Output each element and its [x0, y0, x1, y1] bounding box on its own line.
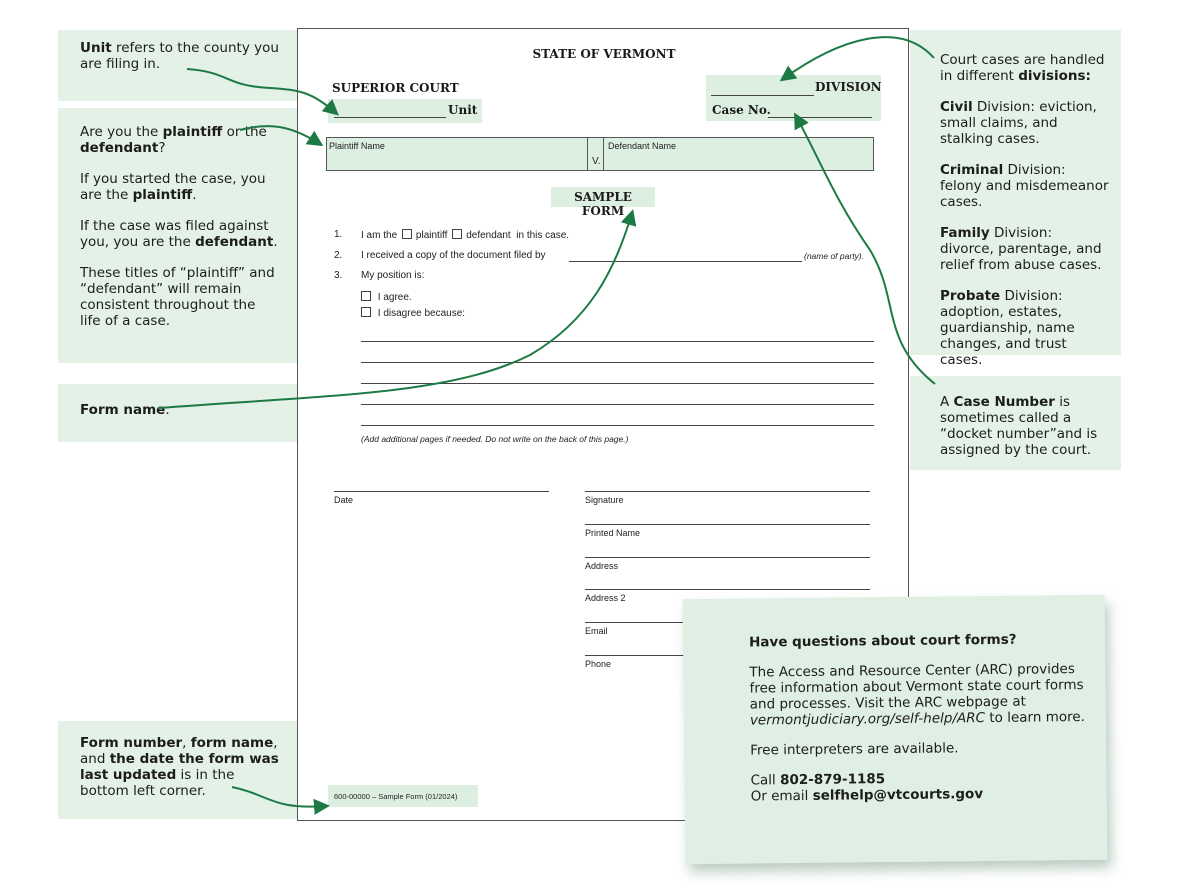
court-label: SUPERIOR COURT	[332, 81, 459, 95]
caption-divider-right	[603, 138, 604, 170]
reason-line-2[interactable]	[361, 362, 874, 363]
sample-form-document: STATE OF VERMONT SUPERIOR COURT Unit DIV…	[297, 28, 909, 821]
item-2-text: I received a copy of the document filed …	[361, 250, 546, 261]
caption-divider-left	[587, 138, 588, 170]
unit-field-highlight	[328, 99, 482, 123]
form-title: SAMPLE FORM	[574, 190, 632, 218]
defendant-name-label: Defendant Name	[608, 141, 677, 151]
note-unit: Unit refers to the county you are filing…	[58, 30, 298, 101]
item-3-text: My position is:	[361, 270, 425, 281]
email-label: Email	[585, 626, 608, 636]
bottom-corner-arrow	[231, 786, 330, 815]
item-1-number: 1.	[334, 229, 343, 240]
case-no-line[interactable]	[768, 117, 872, 118]
address-line[interactable]	[585, 557, 870, 558]
note-form-name: Form name.	[58, 384, 298, 442]
agree-checkbox[interactable]	[361, 291, 371, 301]
disagree-option: I disagree because:	[361, 307, 465, 319]
phone-label: Phone	[585, 659, 612, 669]
additional-pages-note: (Add additional pages if needed. Do not …	[361, 434, 629, 444]
versus-label: V.	[592, 156, 601, 167]
note-bottom-corner: Form number, form name, and the date the…	[58, 721, 298, 819]
division-field-line[interactable]	[711, 95, 814, 96]
signature-line[interactable]	[585, 491, 870, 492]
unit-label: Unit	[448, 103, 478, 117]
case-no-label: Case No.	[712, 103, 771, 117]
case-no-highlight	[706, 99, 881, 121]
note-case-number: A Case Number is sometimes called a “doc…	[910, 376, 1121, 470]
note-unit-text: refers to the county you are filing in.	[80, 40, 279, 72]
reason-line-4[interactable]	[361, 404, 874, 405]
state-title: STATE OF VERMONT	[532, 47, 676, 61]
signature-label: Signature	[585, 495, 624, 505]
case-number-arrow	[794, 112, 936, 385]
date-label: Date	[334, 495, 354, 505]
item-2-number: 2.	[334, 250, 343, 261]
plaintiff-name-label: Plaintiff Name	[329, 141, 385, 151]
reason-line-5[interactable]	[361, 425, 874, 426]
printed-name-label: Printed Name	[585, 528, 641, 538]
reason-line-1[interactable]	[361, 341, 874, 342]
address-label: Address	[585, 561, 619, 571]
unit-arrow	[186, 68, 340, 116]
caption-box: Plaintiff Name V. Defendant Name	[326, 137, 874, 171]
division-arrow	[779, 36, 935, 82]
item-3-number: 3.	[334, 270, 343, 281]
form-footer: 600-00000 – Sample Form (01/2024)	[334, 792, 458, 801]
filed-by-line[interactable]	[569, 261, 802, 262]
form-title-highlight	[551, 187, 655, 207]
disagree-checkbox[interactable]	[361, 307, 371, 317]
item-1: I am the plaintiff defendant in this cas…	[361, 229, 570, 241]
date-line[interactable]	[334, 491, 549, 492]
address2-label: Address 2	[585, 593, 626, 603]
plaintiff-checkbox[interactable]	[401, 229, 412, 239]
note-divisions: Court cases are handled in different div…	[910, 30, 1121, 368]
address2-line[interactable]	[585, 589, 870, 590]
division-label: DIVISION	[815, 80, 882, 94]
form-name-arrow	[157, 209, 637, 409]
note-unit-bold: Unit	[80, 40, 112, 56]
unit-field-line[interactable]	[334, 117, 446, 118]
defendant-checkbox[interactable]	[452, 229, 463, 239]
reason-line-3[interactable]	[361, 383, 874, 384]
item-2-suffix: (name of party).	[804, 251, 864, 261]
printed-name-line[interactable]	[585, 524, 870, 525]
agree-option: I agree.	[361, 291, 412, 303]
note-plaintiff: Are you the plaintiff or the defendant? …	[58, 108, 298, 363]
footer-highlight	[328, 785, 478, 807]
plaintiff-arrow	[239, 125, 324, 147]
